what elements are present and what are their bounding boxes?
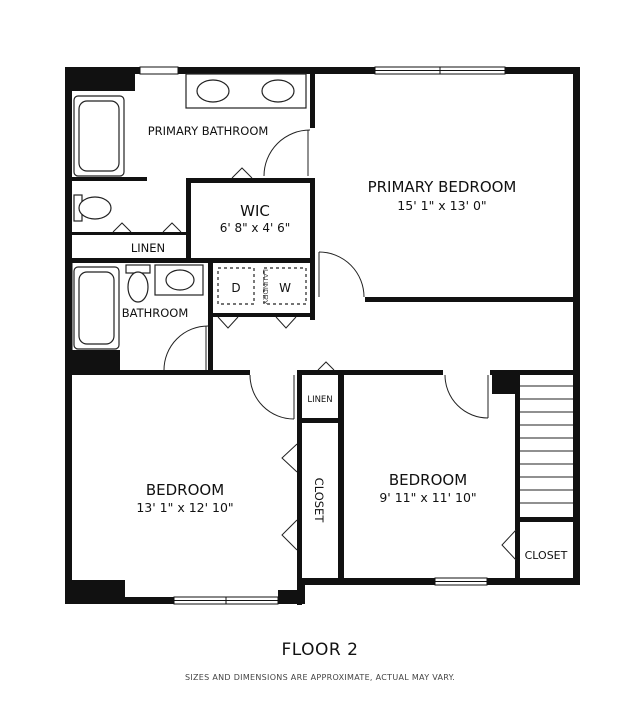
room-label-bedroom-1: BEDROOM	[146, 481, 224, 499]
fixtures	[73, 73, 307, 350]
toilet	[78, 196, 112, 220]
washer	[263, 267, 307, 305]
room-label-primary-bedroom: PRIMARY BEDROOM	[368, 178, 517, 196]
room-dims-primary-bedroom: 15' 1" x 13' 0"	[397, 198, 486, 213]
sink	[261, 79, 295, 103]
room-label-bathroom: BATHROOM	[122, 306, 189, 320]
room-label-linen-hall: LINEN	[307, 395, 332, 405]
stairs	[520, 385, 573, 504]
sink	[196, 79, 230, 103]
room-label-bedroom-2: BEDROOM	[389, 471, 467, 489]
interior-walls	[72, 74, 573, 605]
room-label-closet-1: CLOSET	[312, 478, 326, 524]
disclaimer: SIZES AND DIMENSIONS ARE APPROXIMATE, AC…	[184, 673, 456, 682]
toilet	[127, 271, 149, 303]
room-label-wic: WIC	[240, 202, 270, 220]
sink	[165, 269, 195, 291]
dryer-label: D	[231, 281, 240, 295]
room-label-linen: LINEN	[131, 241, 165, 255]
room-dims-bedroom-1: 13' 1" x 12' 10"	[136, 500, 233, 515]
room-label-laundry: LAUNDRY	[261, 269, 270, 305]
washer-label: W	[279, 281, 291, 295]
room-dims-wic: 6' 8" x 4' 6"	[220, 221, 291, 235]
room-dims-bedroom-2: 9' 11" x 11' 10"	[379, 490, 476, 505]
room-label-closet-2: CLOSET	[525, 549, 568, 562]
room-label-primary-bathroom: PRIMARY BATHROOM	[148, 124, 269, 138]
windows	[139, 66, 506, 605]
floor-title: FLOOR 2	[281, 640, 359, 660]
dryer	[217, 267, 255, 305]
doors	[112, 129, 517, 561]
exterior-walls	[65, 67, 580, 604]
